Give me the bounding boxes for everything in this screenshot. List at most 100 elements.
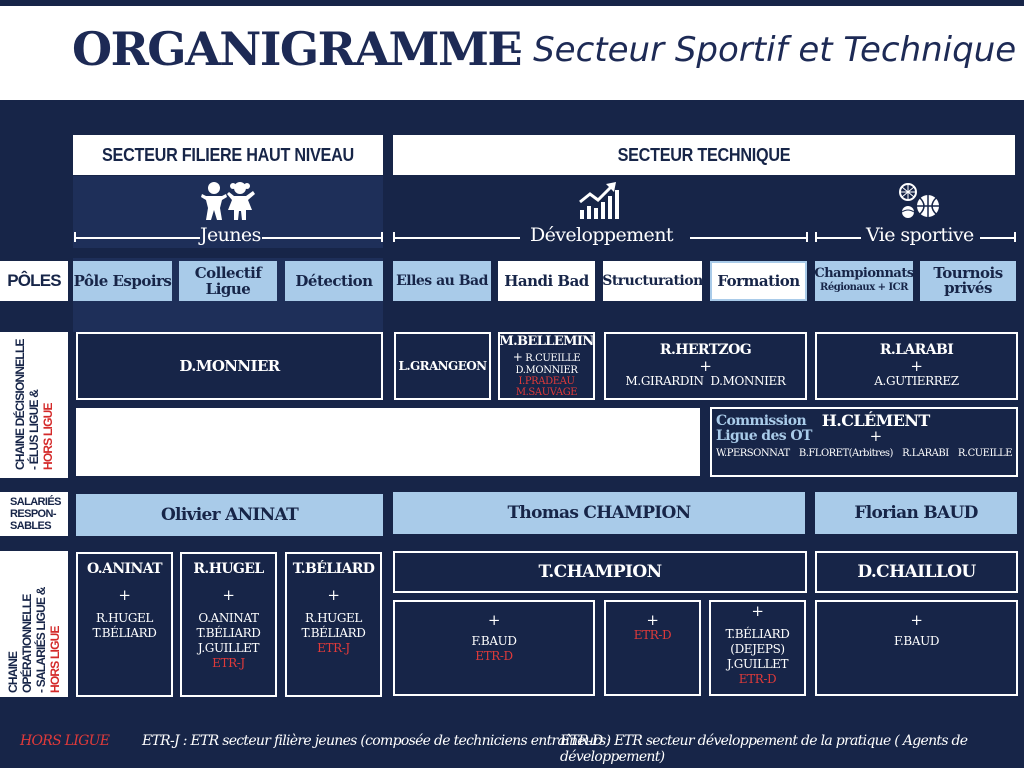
salaries-line3: SABLES xyxy=(10,520,52,532)
jeunes-tick-left xyxy=(74,232,76,242)
group-vie-sportive: Vie sportive xyxy=(866,224,974,246)
op-beliard: T.BÉLIARD xyxy=(292,561,375,577)
op-sub3-1: T.BÉLIARD xyxy=(725,627,790,641)
growth-chart-icon xyxy=(579,182,619,219)
decision-cueille: R.CUEILLE xyxy=(525,352,581,364)
chaine-dec-line1: CHAINE DÉCISIONNELLE xyxy=(13,339,27,470)
op-hugel-plus: + xyxy=(222,586,235,604)
header-bar xyxy=(0,0,1024,100)
dev-tick-left xyxy=(393,232,395,242)
op-tchampion: T.CHAMPION xyxy=(538,561,662,582)
op-box-aninat: O.ANINAT + R.HUGEL T.BÉLIARD xyxy=(76,552,173,697)
pole-championnats: Championnats Régionaux + ICR xyxy=(814,261,914,301)
op-sub4-plus: + xyxy=(910,611,923,629)
op-sub1-2: ETR-D xyxy=(475,649,513,663)
decision-grangeon: L.GRANGEON xyxy=(398,358,488,373)
vie-tick-left xyxy=(815,232,817,242)
jeunes-line-left xyxy=(75,237,200,239)
sector-fhn-label: SECTEUR FILIERE HAUT NIVEAU xyxy=(102,144,354,165)
dev-tick-right xyxy=(806,232,808,242)
op-box-chaillou: D.CHAILLOU xyxy=(815,551,1018,593)
legend-hors-ligue: HORS LIGUE xyxy=(20,733,110,749)
op-box-tchampion: T.CHAMPION xyxy=(393,551,807,593)
decision-hertzog: R.HERTZOG xyxy=(659,342,752,358)
pole-elles-au-bad: Elles au Bad xyxy=(393,261,491,301)
op-sub3-4: ETR-D xyxy=(738,672,777,686)
decision-bellemin: M.BELLEMIN xyxy=(499,333,594,349)
decision-box-handi: M.BELLEMIN + R.CUEILLE D.MONNIER I.PRADE… xyxy=(498,332,595,400)
op-sub1-1: F.BAUD xyxy=(471,634,517,648)
decision-floret: B.FLORET(Arbitres) xyxy=(798,448,894,459)
decision-box-vie-sportive: R.LARABI + A.GUTIERREZ xyxy=(815,332,1018,400)
op-sub2-1: ETR-D xyxy=(633,628,672,642)
pole-championnats-l1: Championnats xyxy=(814,266,914,281)
group-jeunes: Jeunes xyxy=(200,224,261,246)
decision-pradeau: I.PRADEAU xyxy=(518,375,575,387)
decision-larabi2: R.LARABI xyxy=(902,448,949,459)
salaries-line2: RESPON- xyxy=(10,508,57,520)
op-box-hugel: R.HUGEL + O.ANINAT T.BÉLIARD J.GUILLET E… xyxy=(180,552,277,697)
op-beliard-1: R.HUGEL xyxy=(305,611,362,625)
decision-girardin: M.GIRARDIN xyxy=(625,374,704,388)
page-subtitle: - Secteur Sportif et Technique xyxy=(510,30,1017,70)
pole-tournois-prives: Tournois privés xyxy=(920,261,1016,301)
op-beliard-3: ETR-J xyxy=(317,641,350,655)
fhn-icon-area xyxy=(73,176,383,248)
decision-empty-box xyxy=(76,408,700,476)
pole-championnats-l2: Régionaux + ICR xyxy=(820,282,908,293)
decision-larabi: R.LARABI xyxy=(879,342,954,358)
pole-collectif-ligue: Collectif Ligue xyxy=(179,261,277,301)
page-title: ORGANIGRAMME xyxy=(72,22,522,76)
chaine-op-line3: HORS LIGUE xyxy=(48,626,62,693)
chaine-op-line1: CHAINE OPÉRATIONNELLE xyxy=(6,594,34,693)
pole-espoirs: Pôle Espoirs xyxy=(73,261,172,301)
vie-line-right xyxy=(980,237,1016,239)
decision-cueille2: R.CUEILLE xyxy=(957,448,1013,459)
decision-cueille-row: + R.CUEILLE xyxy=(512,349,581,365)
row-label-chaine-operationnelle: CHAINE OPÉRATIONNELLE - SALARIÉS LIGUE &… xyxy=(0,551,68,697)
dev-line-left xyxy=(394,237,520,239)
sector-fhn-header: SECTEUR FILIERE HAUT NIVEAU xyxy=(73,135,383,175)
op-sub1-plus: + xyxy=(487,611,501,629)
chaine-dec-line3: HORS LIGUE xyxy=(41,403,55,470)
op-sub-box-1: + F.BAUD ETR-D xyxy=(393,600,595,696)
commission-head: Commission Ligue des OT H.CLÉMENT + xyxy=(716,413,1012,445)
salarie-champion: Thomas CHAMPION xyxy=(393,492,805,534)
op-hugel-4: ETR-J xyxy=(212,656,245,670)
pole-collectif-l2: Ligue xyxy=(205,280,251,298)
decision-gutierrez: A.GUTIERREZ xyxy=(874,374,959,388)
op-sub3-3: J.GUILLET xyxy=(726,657,789,671)
pole-structuration: Structuration xyxy=(602,261,703,301)
op-sub3-plus: + xyxy=(751,602,764,620)
op-sub2-plus: + xyxy=(646,611,659,629)
decision-monnier3: D.MONNIER xyxy=(710,374,786,388)
jeunes-tick-right xyxy=(381,232,383,242)
chaine-op-line2: - SALARIÉS LIGUE & xyxy=(34,587,48,693)
legend-etr-j: ETR-J : ETR secteur filière jeunes (comp… xyxy=(142,733,611,749)
op-hugel-1: O.ANINAT xyxy=(198,611,259,625)
pole-tournois-l1: Tournois xyxy=(933,264,1003,282)
decision-monnier2: D.MONNIER xyxy=(515,364,578,376)
op-sub-box-3: + T.BÉLIARD (DEJEPS) J.GUILLET ETR-D xyxy=(709,600,806,696)
row-label-chaine-decisionnelle: CHAINE DÉCISIONNELLE - ÉLUS LIGUE & HORS… xyxy=(0,332,68,478)
pole-handi-bad: Handi Bad xyxy=(498,261,595,301)
decision-monnier: D.MONNIER xyxy=(179,356,280,375)
sports-balls-icon xyxy=(899,183,939,218)
commission-president: H.CLÉMENT + xyxy=(822,413,931,445)
op-sub3-2: (DEJEPS) xyxy=(730,642,785,656)
sector-tech-label: SECTEUR TECHNIQUE xyxy=(617,144,791,165)
decision-clement-plus: + xyxy=(869,427,883,445)
pole-detection: Détection xyxy=(285,261,383,301)
decision-sauvage: M.SAUVAGE xyxy=(515,386,578,398)
decision-box-structuration-formation: R.HERTZOG + M.GIRARDIN D.MONNIER xyxy=(604,332,807,400)
commission-members: W.PERSONNAT B.FLORET(Arbitres) R.LARABI … xyxy=(716,446,1013,461)
vie-line-left xyxy=(816,237,861,239)
op-sub4-1: F.BAUD xyxy=(893,634,940,648)
decision-hertzog-plus: + xyxy=(699,357,712,375)
row-label-poles-text: PÔLES xyxy=(7,271,61,290)
decision-bellemin-plus: + xyxy=(512,349,523,364)
op-aninat-1: R.HUGEL xyxy=(96,611,153,625)
op-hugel-2: T.BÉLIARD xyxy=(196,626,261,640)
op-aninat-plus: + xyxy=(118,586,131,604)
salarie-aninat: Olivier ANINAT xyxy=(76,494,383,536)
